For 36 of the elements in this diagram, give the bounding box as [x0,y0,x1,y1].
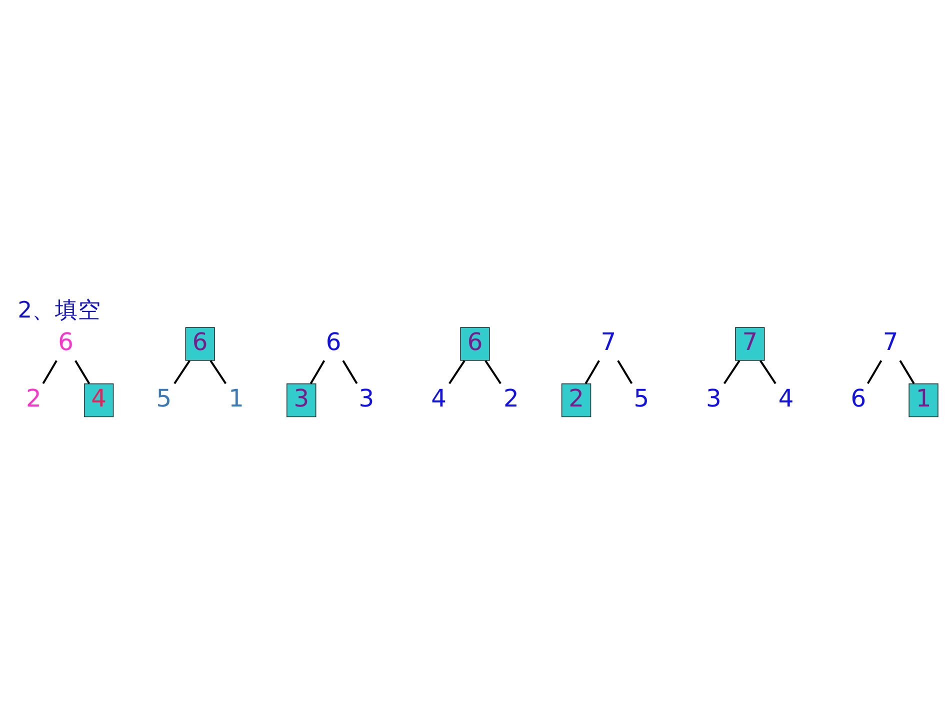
node-text: 4 [778,384,794,412]
node-text: 1 [228,384,244,412]
connector [42,360,58,384]
node-text: 2 [26,384,42,412]
connector [342,360,358,384]
node-text: 6 [850,384,866,412]
node-box: 6 [460,327,490,361]
node-text: 7 [882,328,898,356]
node-box: 7 [735,327,765,361]
connector [723,360,740,384]
node-text: 5 [156,384,172,412]
diagram-title: 2、填空 [18,297,102,324]
connector [174,360,190,384]
connector [584,360,600,384]
node-text: 2 [504,384,519,412]
connector [617,360,633,384]
node-text: 3 [706,384,722,412]
node-text: 4 [431,384,446,412]
connector [310,360,326,384]
connector [74,360,90,384]
connector [448,360,466,384]
node-text: 6 [58,328,74,356]
connector [484,360,502,384]
connector [210,360,227,384]
node-box: 6 [185,327,215,361]
node-box: 2 [561,383,592,418]
connector [866,360,882,384]
node-box: 3 [286,383,316,418]
node-text: 7 [600,328,616,356]
connector [760,360,776,384]
connector [899,360,915,384]
node-text: 5 [634,384,650,412]
node-box: 4 [84,383,114,418]
node-text: 6 [326,328,342,356]
node-text: 3 [358,384,374,412]
node-box: 1 [908,383,938,418]
